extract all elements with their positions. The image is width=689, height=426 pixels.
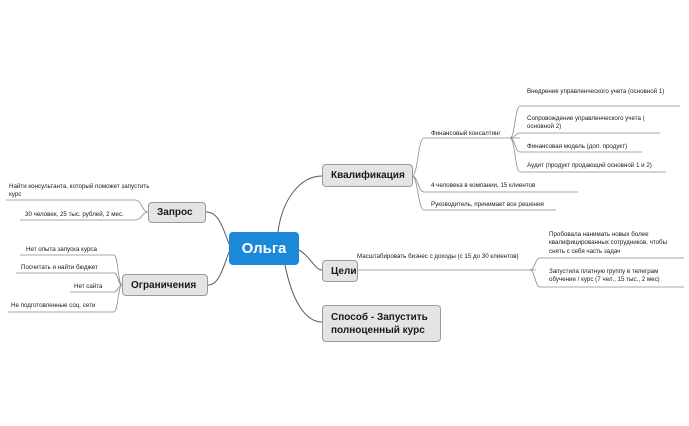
limit-item[interactable]: Не подготовленные соц. сети bbox=[11, 302, 96, 309]
qualification-financial-consulting[interactable]: Финансовый консалтинг bbox=[431, 130, 501, 137]
topic-limits[interactable]: Ограничения bbox=[122, 274, 208, 296]
topic-goals-label: Цели bbox=[331, 265, 357, 277]
qualification-team[interactable]: 4 человека в компании, 15 клиентов bbox=[431, 182, 536, 189]
topic-limits-label: Ограничения bbox=[131, 279, 197, 291]
goals-launched[interactable]: Запустила платную группу в телеграм обуч… bbox=[549, 268, 660, 284]
request-budget[interactable]: 30 человек, 25 тыс. рублей, 2 мес. bbox=[25, 211, 124, 218]
service-item[interactable]: Аудит (продукт продающий основной 1 и 2) bbox=[527, 162, 652, 169]
service-item[interactable]: Внедрение управленческого учета (основно… bbox=[527, 88, 665, 95]
connector-root-limits bbox=[207, 251, 230, 286]
root-label: Ольга bbox=[241, 240, 287, 257]
topic-qualification[interactable]: Квалификация bbox=[322, 164, 413, 187]
topic-method-label: Способ - Запустить полноценный курс bbox=[331, 311, 428, 336]
request-find[interactable]: Найти консультанта, который поможет запу… bbox=[9, 183, 150, 199]
topic-method[interactable]: Способ - Запустить полноценный курс bbox=[322, 305, 441, 342]
goals-scale[interactable]: Масштабировать бизнес с доходы (с 15 до … bbox=[357, 253, 519, 260]
connector-root-goals bbox=[298, 249, 323, 271]
goals-tried[interactable]: Пробовала нанимать новых более квалифици… bbox=[549, 231, 668, 255]
connector-root-request bbox=[205, 211, 230, 245]
topic-qualification-label: Квалификация bbox=[331, 170, 405, 181]
topic-request-label: Запрос bbox=[157, 207, 193, 218]
connector-root-method bbox=[284, 264, 323, 323]
topic-request[interactable]: Запрос bbox=[148, 202, 206, 223]
limit-item[interactable]: Нет сайта bbox=[74, 283, 103, 290]
service-item[interactable]: Сопровождение управленческого учета ( ос… bbox=[527, 115, 645, 131]
service-item[interactable]: Финансовая модель (доп. продукт) bbox=[527, 143, 628, 150]
limit-item[interactable]: Нет опыта запуска курса bbox=[26, 246, 97, 253]
topic-goals[interactable]: Цели bbox=[322, 260, 358, 282]
limit-item[interactable]: Посчитать и найти бюджет bbox=[21, 264, 98, 271]
connector-root-qualification bbox=[277, 175, 323, 233]
root-node[interactable]: Ольга bbox=[229, 232, 299, 265]
qualification-leader[interactable]: Руководитель, принимает все решения bbox=[431, 201, 544, 208]
